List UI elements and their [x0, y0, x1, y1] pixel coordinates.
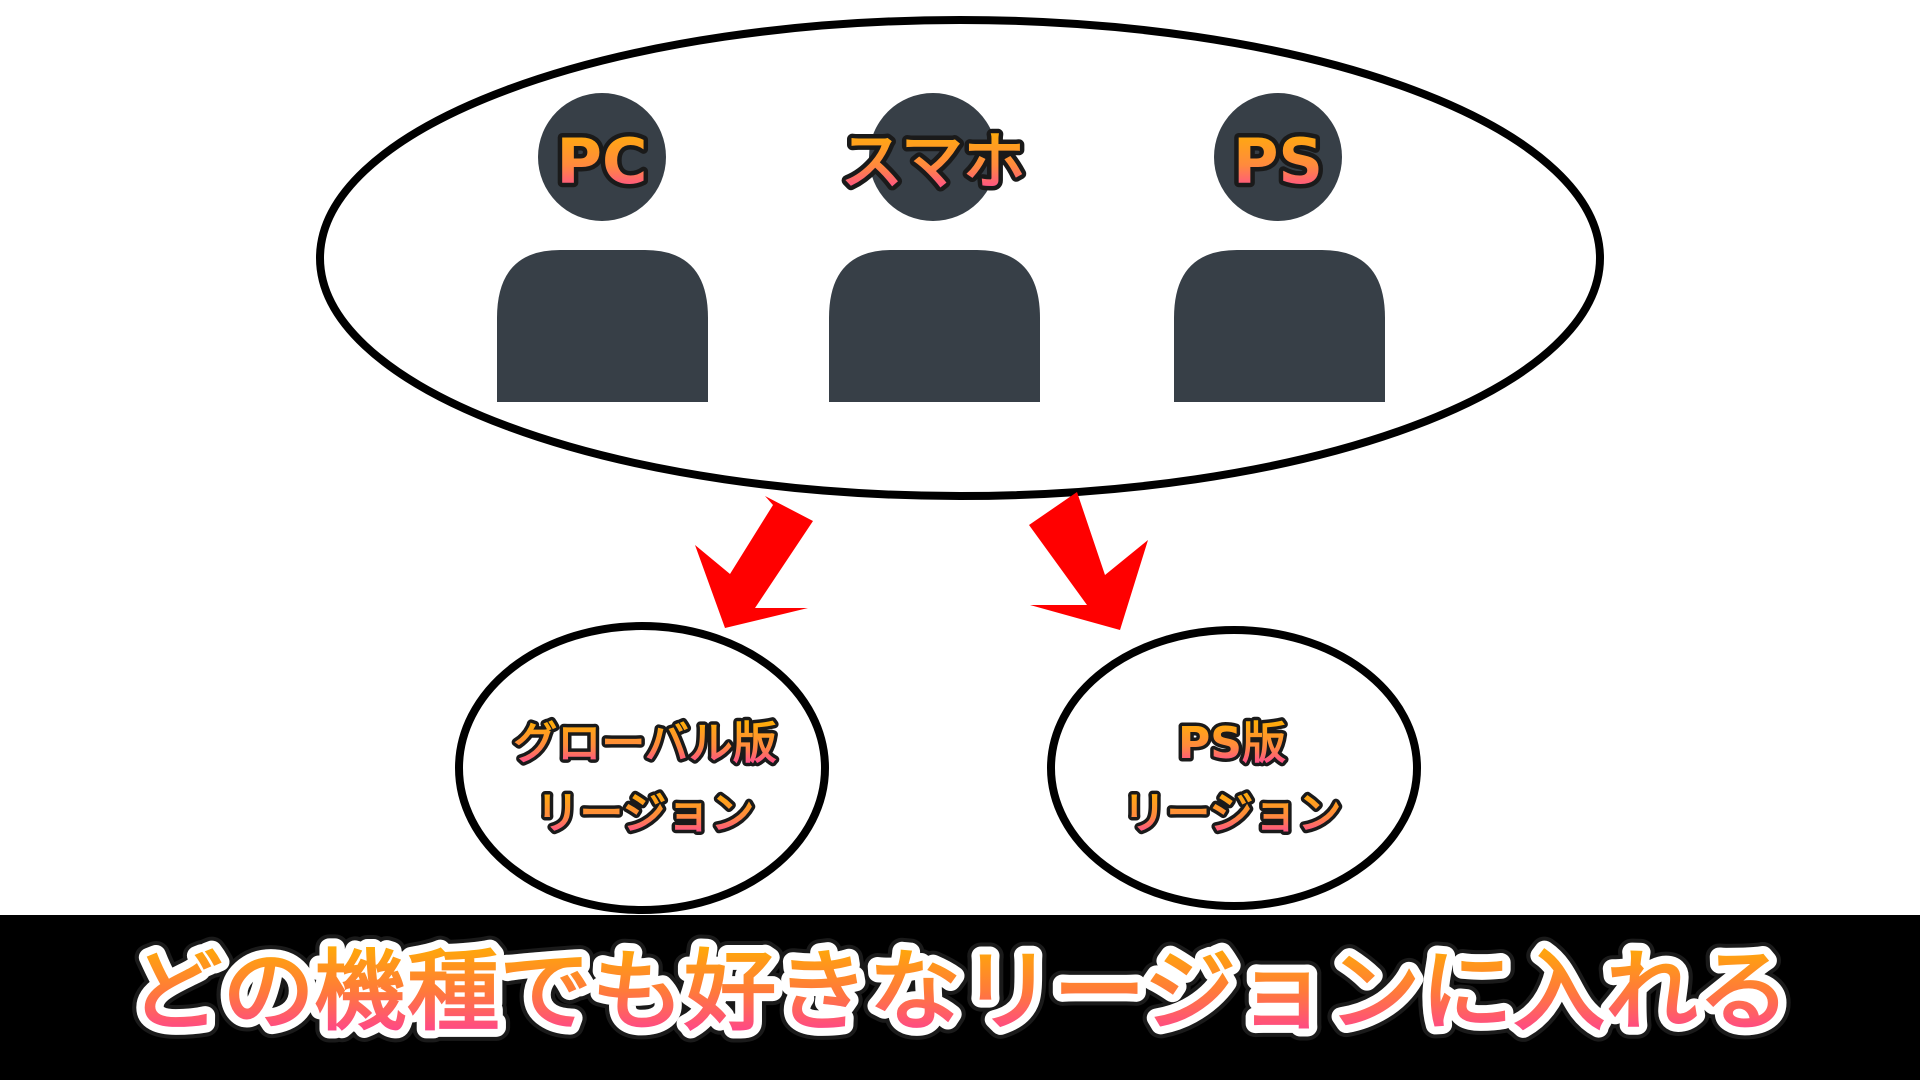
ps-region-label-line1: PS版 [1178, 718, 1286, 769]
ps-region-ellipse [1047, 626, 1421, 910]
banner-text: どの機種でも好きなリージョンに入れる [130, 940, 1790, 1043]
ps-region-label-line2: リージョン [1122, 788, 1341, 839]
person-icon-pc [497, 93, 708, 402]
arrow-to-global-region [695, 496, 813, 628]
banner-text-outline: どの機種でも好きなリージョンに入れる [130, 940, 1790, 1043]
user-label-pc: PC [557, 125, 648, 198]
global-region-label-line1: グローバル版 [513, 718, 777, 769]
global-region-label-line2: リージョン [535, 788, 754, 839]
arrow-to-ps-region [1029, 492, 1148, 630]
person-icon-smartphone [829, 93, 1040, 402]
user-label-ps: PS [1233, 125, 1323, 198]
user-label-smartphone: スマホ [841, 125, 1025, 198]
person-icon-ps [1174, 93, 1385, 402]
bottom-banner [0, 915, 1920, 1080]
global-region-ellipse [455, 622, 829, 914]
